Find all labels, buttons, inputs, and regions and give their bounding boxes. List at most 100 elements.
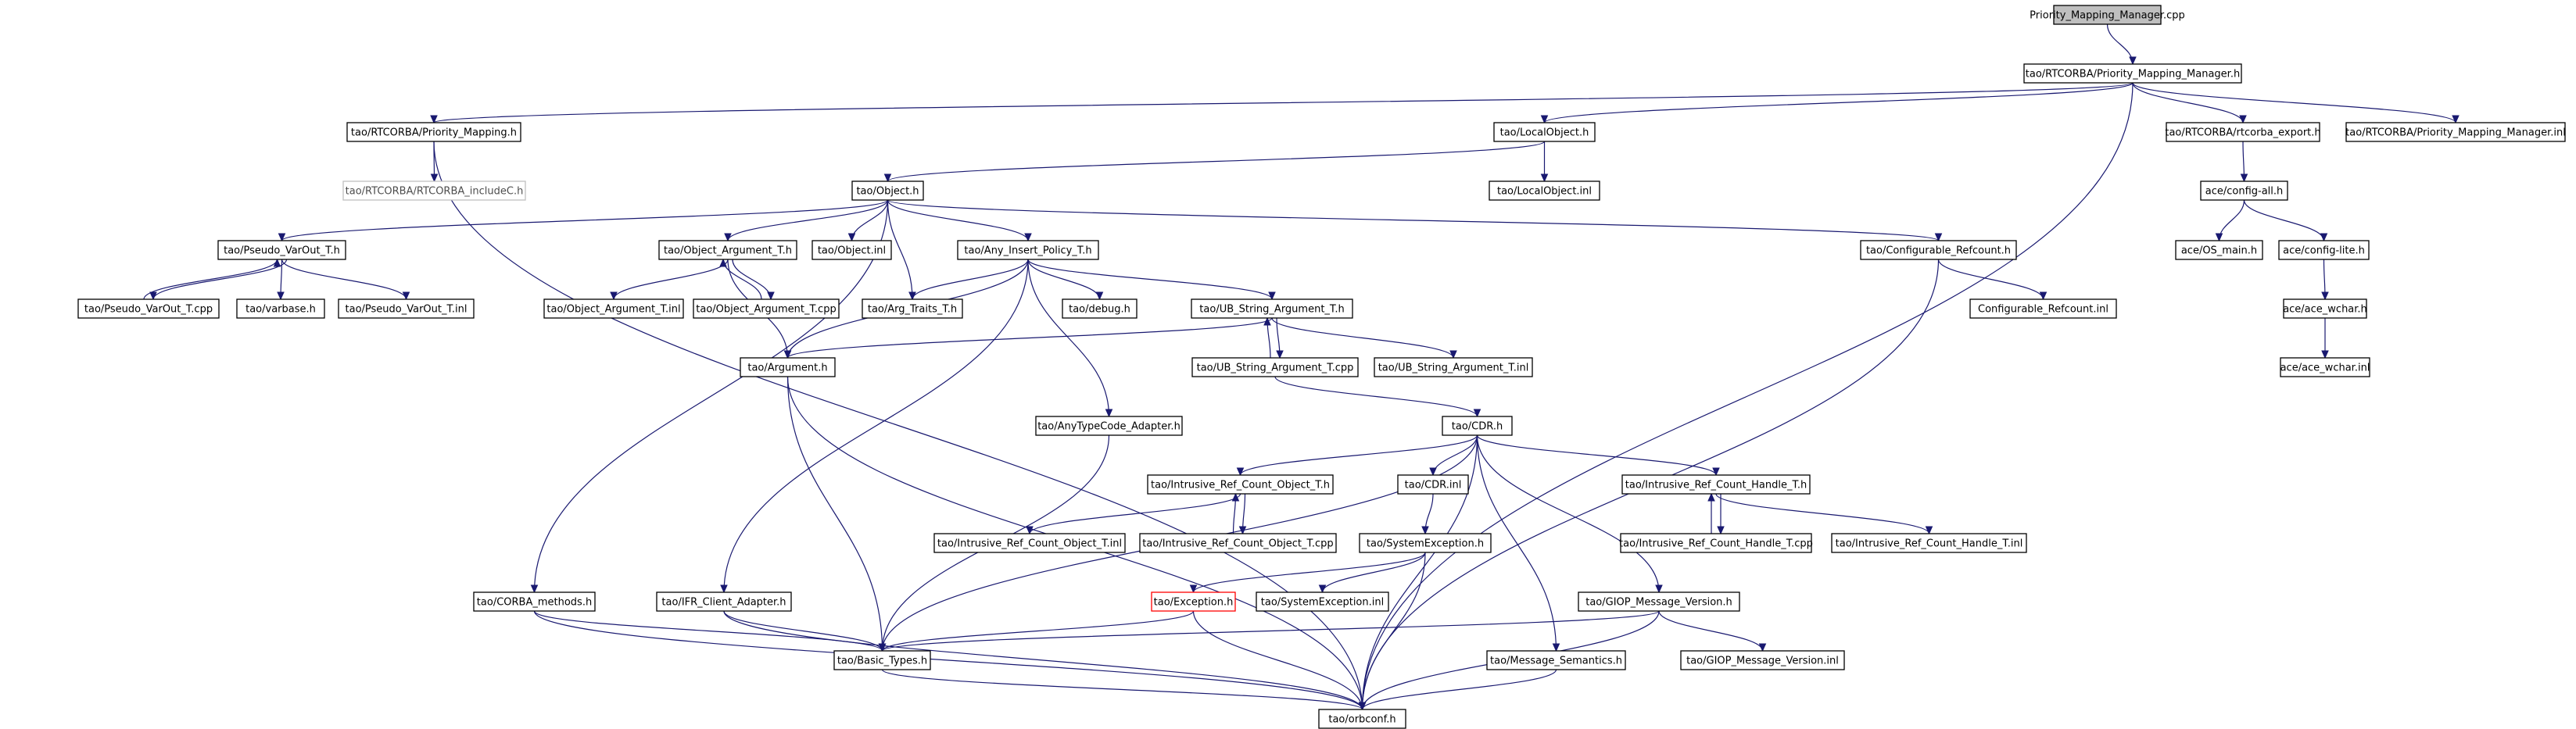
node-tao-argument-h[interactable]: tao/Argument.h	[740, 357, 836, 377]
node-box	[1374, 357, 1533, 377]
node-tao-ub-string-argument-t-inl[interactable]: tao/UB_String_Argument_T.inl	[1374, 357, 1533, 377]
edge-cdr_h-to-orbconf	[1361, 434, 1478, 710]
node-tao-pseudo-varout-t-inl[interactable]: tao/Pseudo_VarOut_T.inl	[338, 298, 475, 319]
node-tao-localobject-inl[interactable]: tao/LocalObject.inl	[1489, 180, 1600, 201]
node-box	[1831, 533, 2027, 553]
node-tao-intrusive-ref-count-object-t-inl[interactable]: tao/Intrusive_Ref_Count_Object_T.inl	[933, 533, 1126, 553]
node-tao-intrusive-ref-count-object-t-h[interactable]: tao/Intrusive_Ref_Count_Object_T.h	[1147, 474, 1334, 495]
node-tao-pseudo-varout-t-h[interactable]: tao/Pseudo_VarOut_T.h	[217, 240, 346, 260]
edge-pseudo_h-to-pseudo_inl	[281, 259, 407, 300]
node-label: tao/Argument.h	[747, 363, 827, 374]
node-label: Configurable_Refcount.inl	[1978, 304, 2108, 316]
node-tao-rtcorba-rtcorba-includec-h[interactable]: tao/RTCORBA/RTCORBA_includeC.h	[342, 180, 526, 201]
edge-exception_h-to-basic_types	[881, 610, 1195, 652]
node-tao-corba-methods-h[interactable]: tao/CORBA_methods.h	[473, 591, 596, 612]
edge-anyins_h-to-ifr_client	[723, 259, 1029, 593]
node-label: tao/CORBA_methods.h	[477, 597, 592, 609]
node-tao-ifr-client-adapter-h[interactable]: tao/IFR_Client_Adapter.h	[656, 591, 792, 612]
arrowhead-cdr_h-to-irefobj_h	[1236, 467, 1245, 477]
node-box	[851, 180, 924, 201]
node-tao-exception-h[interactable]: tao/Exception.h	[1151, 591, 1236, 612]
node-tao-basic-types-h[interactable]: tao/Basic_Types.h	[833, 650, 931, 670]
edge-ubstr_cpp-to-cdr_h	[1274, 376, 1478, 417]
node-tao-varbase-h[interactable]: tao/varbase.h	[236, 298, 325, 319]
node-tao-rtcorba-rtcorba-export-h[interactable]: tao/RTCORBA/rtcorba_export.h	[2165, 122, 2321, 142]
node-tao-cdr-h[interactable]: tao/CDR.h	[1442, 416, 1513, 436]
arrowhead-object_h-to-pseudo_h	[278, 233, 286, 242]
node-tao-intrusive-ref-count-handle-t-inl[interactable]: tao/Intrusive_Ref_Count_Handle_T.inl	[1831, 533, 2027, 553]
edge-sysexc_h-to-exception_h	[1192, 552, 1426, 593]
edge-config_all-to-config_lite	[2243, 199, 2325, 241]
node-label: tao/varbase.h	[245, 304, 316, 316]
node-tao-debug-h[interactable]: tao/debug.h	[1062, 298, 1138, 319]
node-tao-rtcorba-priority-mapping-h[interactable]: tao/RTCORBA/Priority_Mapping.h	[346, 122, 521, 142]
node-tao-rtcorba-priority-mapping-manager-inl[interactable]: tao/RTCORBA/Priority_Mapping_Manager.inl	[2345, 122, 2566, 142]
node-label: Priority_Mapping_Manager.cpp	[2030, 10, 2185, 22]
node-tao-orbconf-h[interactable]: tao/orbconf.h	[1318, 709, 1406, 729]
node-tao-object-argument-t-cpp[interactable]: tao/Object_Argument_T.cpp	[693, 298, 840, 319]
node-tao-object-h[interactable]: tao/Object.h	[851, 180, 924, 201]
node-box	[338, 298, 475, 319]
arrowhead-cdr_h-to-cdr_inl	[1429, 467, 1437, 477]
node-tao-cdr-inl[interactable]: tao/CDR.inl	[1397, 474, 1469, 495]
edge-exception_h-to-orbconf	[1192, 610, 1363, 710]
node-box	[1489, 180, 1600, 201]
edge-object_h-to-anyins_h	[887, 199, 1029, 241]
arrowhead-ubstr_h-to-argument_h	[783, 350, 792, 359]
node-box	[656, 591, 792, 612]
node-tao-systemexception-inl[interactable]: tao/SystemException.inl	[1256, 591, 1389, 612]
node-tao-intrusive-ref-count-object-t-cpp[interactable]: tao/Intrusive_Ref_Count_Object_T.cpp	[1139, 533, 1337, 553]
node-tao-systemexception-h[interactable]: tao/SystemException.h	[1359, 533, 1492, 553]
arrowhead-msg_sem-to-orbconf	[1358, 702, 1367, 711]
arrowhead-localobj_h-to-localobj_inl	[1540, 173, 1549, 183]
arrowhead-irefhandle_cpp-to-irefhandle_h	[1707, 492, 1715, 502]
arrowhead-config_all-to-config_lite	[2320, 233, 2328, 242]
node-box	[1191, 357, 1359, 377]
node-tao-anytypecode-adapter-h[interactable]: tao/AnyTypeCode_Adapter.h	[1035, 416, 1183, 436]
node-tao-localobject-h[interactable]: tao/LocalObject.h	[1493, 122, 1596, 142]
edge-corba_methods-to-basic_types	[533, 610, 883, 652]
node-tao-intrusive-ref-count-handle-t-cpp[interactable]: tao/Intrusive_Ref_Count_Handle_T.cpp	[1619, 533, 1813, 553]
node-ace-ace-wchar-h[interactable]: ace/ace_wchar.h	[2283, 298, 2367, 319]
node-tao-message-semantics-h[interactable]: tao/Message_Semantics.h	[1486, 650, 1626, 670]
edge-confref_h-to-confref_inl	[1937, 259, 2044, 300]
node-tao-configurable-refcount-h[interactable]: tao/Configurable_Refcount.h	[1860, 240, 2017, 260]
edge-ubstr_h-to-argument_h	[786, 317, 1273, 359]
node-box	[1969, 298, 2117, 319]
node-priority-mapping-manager-cpp[interactable]: Priority_Mapping_Manager.cpp	[2030, 5, 2185, 25]
node-tao-giop-message-version-inl[interactable]: tao/GIOP_Message_Version.inl	[1680, 650, 1845, 670]
node-tao-giop-message-version-h[interactable]: tao/GIOP_Message_Version.h	[1578, 591, 1740, 612]
node-ace-ace-wchar-inl[interactable]: ace/ace_wchar.inl	[2280, 357, 2370, 377]
node-label: tao/RTCORBA/Priority_Mapping.h	[351, 127, 517, 139]
node-ace-config-all-h[interactable]: ace/config-all.h	[2200, 180, 2288, 201]
node-label: tao/Pseudo_VarOut_T.cpp	[84, 304, 213, 316]
arrowhead-pm_h-to-includeC	[430, 173, 439, 183]
node-configurable-refcount-inl[interactable]: Configurable_Refcount.inl	[1969, 298, 2117, 319]
node-tao-arg-traits-t-h[interactable]: tao/Arg_Traits_T.h	[862, 298, 963, 319]
node-tao-object-inl[interactable]: tao/Object.inl	[811, 240, 892, 260]
node-box	[2345, 122, 2566, 142]
node-box	[2166, 122, 2320, 142]
node-ace-config-lite-h[interactable]: ace/config-lite.h	[2278, 240, 2370, 260]
edge-pseudo_cpp-to-pseudo_h	[143, 259, 278, 300]
node-tao-object-argument-t-inl[interactable]: tao/Object_Argument_T.inl	[543, 298, 684, 319]
node-ace-os-main-h[interactable]: ace/OS_main.h	[2175, 240, 2263, 260]
arrowhead-ubstr_h-to-ubstr_inl	[1449, 350, 1457, 359]
node-tao-any-insert-policy-t-h[interactable]: tao/Any_Insert_Policy_T.h	[957, 240, 1099, 260]
node-tao-pseudo-varout-t-cpp[interactable]: tao/Pseudo_VarOut_T.cpp	[77, 298, 220, 319]
node-tao-rtcorba-priority-mapping-manager-h[interactable]: tao/RTCORBA/Priority_Mapping_Manager.h	[2023, 63, 2242, 84]
edge-object_h-to-pseudo_h	[281, 199, 889, 241]
node-box	[1493, 122, 1596, 142]
node-label: tao/Pseudo_VarOut_T.inl	[346, 304, 468, 316]
node-label: ace/ace_wchar.inl	[2280, 363, 2370, 374]
node-tao-ub-string-argument-t-h[interactable]: tao/UB_String_Argument_T.h	[1191, 298, 1353, 319]
node-tao-ub-string-argument-t-cpp[interactable]: tao/UB_String_Argument_T.cpp	[1191, 357, 1359, 377]
node-tao-object-argument-t-h[interactable]: tao/Object_Argument_T.h	[658, 240, 797, 260]
node-label: tao/Object_Argument_T.h	[664, 245, 792, 257]
nodes-layer: Priority_Mapping_Manager.cpp tao/RTCORBA/…	[77, 5, 2566, 729]
node-tao-intrusive-ref-count-handle-t-h[interactable]: tao/Intrusive_Ref_Count_Handle_T.h	[1621, 474, 1811, 495]
node-label: tao/Intrusive_Ref_Count_Handle_T.cpp	[1619, 538, 1813, 550]
edge-irefhandle_h-to-irefhandle_inl	[1715, 493, 1930, 534]
node-label: tao/RTCORBA/Priority_Mapping_Manager.inl	[2345, 127, 2566, 139]
